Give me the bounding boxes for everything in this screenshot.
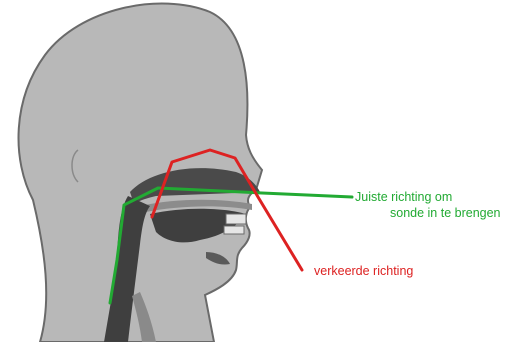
correct-direction-label-line2: sonde in te brengen (390, 206, 501, 221)
upper-teeth (226, 214, 246, 224)
wrong-direction-label: verkeerde richting (314, 264, 413, 279)
correct-direction-label-line1: Juiste richting om (355, 190, 452, 205)
lower-teeth (224, 226, 244, 234)
